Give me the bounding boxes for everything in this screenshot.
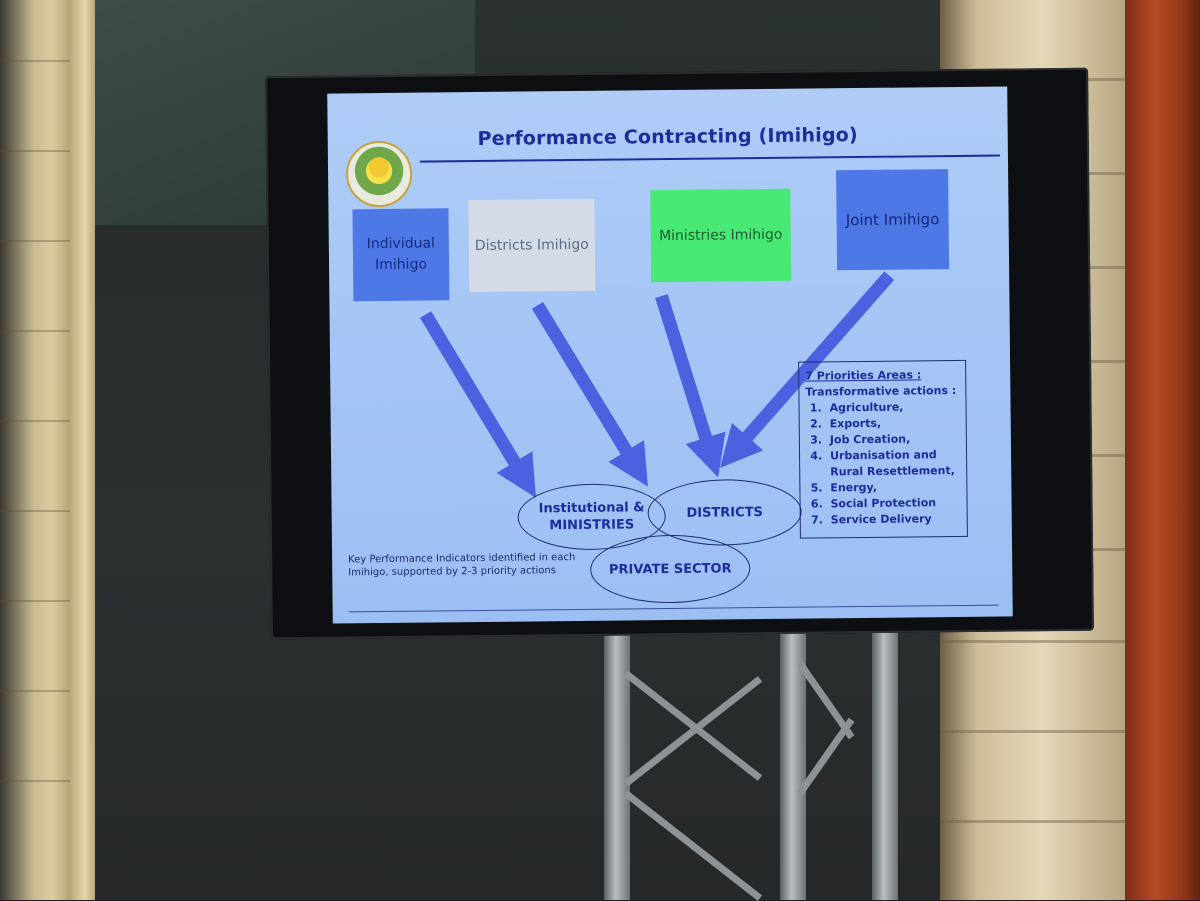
priority-item: Urbanisation and Rural Resettlement, [826, 447, 960, 480]
priority-item: Agriculture, [825, 399, 959, 416]
kpi-note: Key Performance Indicators identified in… [348, 552, 576, 579]
arrow-districts-to-districts [531, 302, 648, 487]
priority-item: Exports, [826, 415, 960, 432]
priority-item: Social Protection [826, 495, 960, 512]
priority-item: Service Delivery [827, 511, 961, 528]
arrow-ministries-to-districts [655, 294, 726, 478]
priorities-heading: 7 Priorities Areas : [805, 368, 922, 383]
priority-item: Energy, [826, 479, 960, 496]
tv-stand-truss [600, 630, 905, 901]
priorities-list: Agriculture, Exports, Job Creation, Urba… [805, 399, 960, 529]
truss-pole-middle [780, 630, 806, 900]
truss-brace [623, 790, 763, 901]
priorities-box: 7 Priorities Areas : Transformative acti… [798, 359, 968, 539]
truss-pole-left [604, 630, 630, 900]
truss-pole-right [872, 630, 898, 900]
priorities-subheading: Transformative actions : [805, 384, 957, 399]
orange-curtain [1125, 0, 1200, 900]
arrow-individual-to-institutional [419, 311, 536, 498]
diagram-arrows [419, 271, 895, 498]
presentation-slide: Performance Contracting (Imihigo) Indivi… [327, 86, 1013, 624]
priority-item: Job Creation, [826, 431, 960, 448]
arrow-joint-to-districts [720, 271, 895, 468]
